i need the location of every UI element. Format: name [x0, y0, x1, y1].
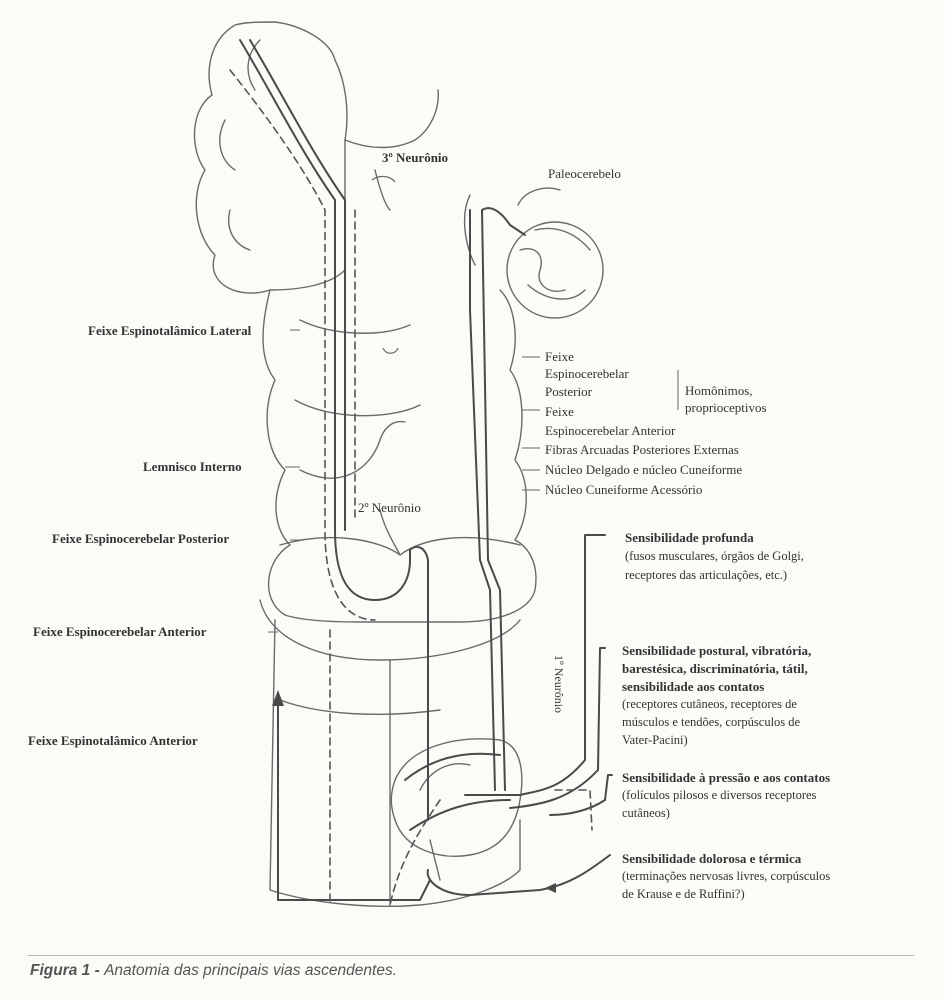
sens-profunda-line3: receptores das articulações, etc.) [625, 568, 787, 583]
label-first-neuron: 1º Neurônio [551, 655, 566, 713]
label-feixe: Feixe [545, 349, 574, 364]
label-feixe-espinotalamico-lateral: Feixe Espinotalâmico Lateral [88, 323, 251, 338]
label-posterior: Posterior [545, 384, 592, 399]
brainstem-outline [263, 290, 536, 622]
arrow-dolorosa [545, 883, 556, 893]
pons-outline [280, 538, 520, 555]
sens-pressao-line3: cutâneos) [622, 806, 670, 821]
label-nucleo-cuneiforme-acessorio: Núcleo Cuneiforme Acessório [545, 482, 702, 497]
sens-postural-line2: barestésica, discriminatória, tátil, [622, 661, 808, 676]
label-second-neuron: 2º Neurônio [358, 500, 421, 515]
label-fibras-arcuadas: Fibras Arcuadas Posteriores Externas [545, 442, 739, 457]
ascending-pathways-drawing [0, 0, 945, 950]
label-homonimos: Homônimos, [685, 383, 753, 398]
sens-dolorosa-line2: (terminações nervosas livres, corpúsculo… [622, 869, 830, 884]
cerebellum-outline [507, 222, 603, 318]
fiber-dolorosa [428, 855, 610, 895]
sens-profunda-title: Sensibilidade profunda [625, 530, 754, 545]
caption-text: Anatomia das principais vias ascendentes… [104, 962, 397, 979]
sens-postural-line3: sensibilidade aos contatos [622, 679, 764, 694]
sens-dolorosa-line1: Sensibilidade dolorosa e térmica [622, 851, 801, 866]
pathway-cortex-a [240, 40, 335, 530]
fiber-profunda [465, 535, 605, 795]
spinothalamic-anterior-tract [278, 705, 430, 900]
figure-caption: Figura 1 - Anatomia das principais vias … [30, 962, 397, 980]
label-espinocerebelar-anterior: Espinocerebelar Anterior [545, 423, 675, 438]
label-feixe-espinotalamico-anterior: Feixe Espinotalâmico Anterior [28, 733, 198, 748]
caption-divider [28, 955, 914, 956]
sens-pressao-line1: Sensibilidade à pressão e aos contatos [622, 770, 830, 785]
label-feixe-espinocerebelar-anterior: Feixe Espinocerebelar Anterior [33, 624, 207, 639]
pathway-second-neuron-loop [335, 530, 428, 820]
sens-postural-line1: Sensibilidade postural, vibratória, [622, 643, 811, 658]
spinal-cord-outline [270, 620, 520, 906]
label-feixe-espinocerebelar-posterior: Feixe Espinocerebelar Posterior [52, 531, 229, 546]
lemniscus-curve [300, 422, 405, 478]
label-lemnisco-interno: Lemnisco Interno [143, 459, 242, 474]
caption-prefix: Figura 1 - [30, 962, 104, 979]
sens-pressao-line2: (folículos pilosos e diversos receptores [622, 788, 816, 803]
label-espinocerebelar: Espinocerebelar [545, 366, 629, 381]
dashed-pathway-a [230, 70, 375, 620]
sens-postural-line4: (receptores cutâneos, receptores de [622, 697, 797, 712]
thalamus-outline [345, 90, 438, 148]
label-third-neuron: 3º Neurônio [382, 150, 448, 165]
sens-postural-line6: Vater-Pacini) [622, 733, 688, 748]
label-paleocerebelo: Paleocerebelo [548, 166, 621, 181]
sens-profunda-line2: (fusos musculares, órgãos de Golgi, [625, 549, 804, 564]
spinocerebellar-tract-b [482, 208, 525, 790]
label-feixe-2: Feixe [545, 404, 574, 419]
label-nucleo-delgado: Núcleo Delgado e núcleo Cuneiforme [545, 462, 742, 477]
sens-dolorosa-line3: de Krause e de Ruffini?) [622, 887, 745, 902]
sens-postural-line5: músculos e tendões, corpúsculos de [622, 715, 800, 730]
label-proprioceptivos: proprioceptivos [685, 400, 767, 415]
fiber-pressao [550, 775, 612, 815]
cerebral-hemisphere-outline [195, 22, 347, 293]
